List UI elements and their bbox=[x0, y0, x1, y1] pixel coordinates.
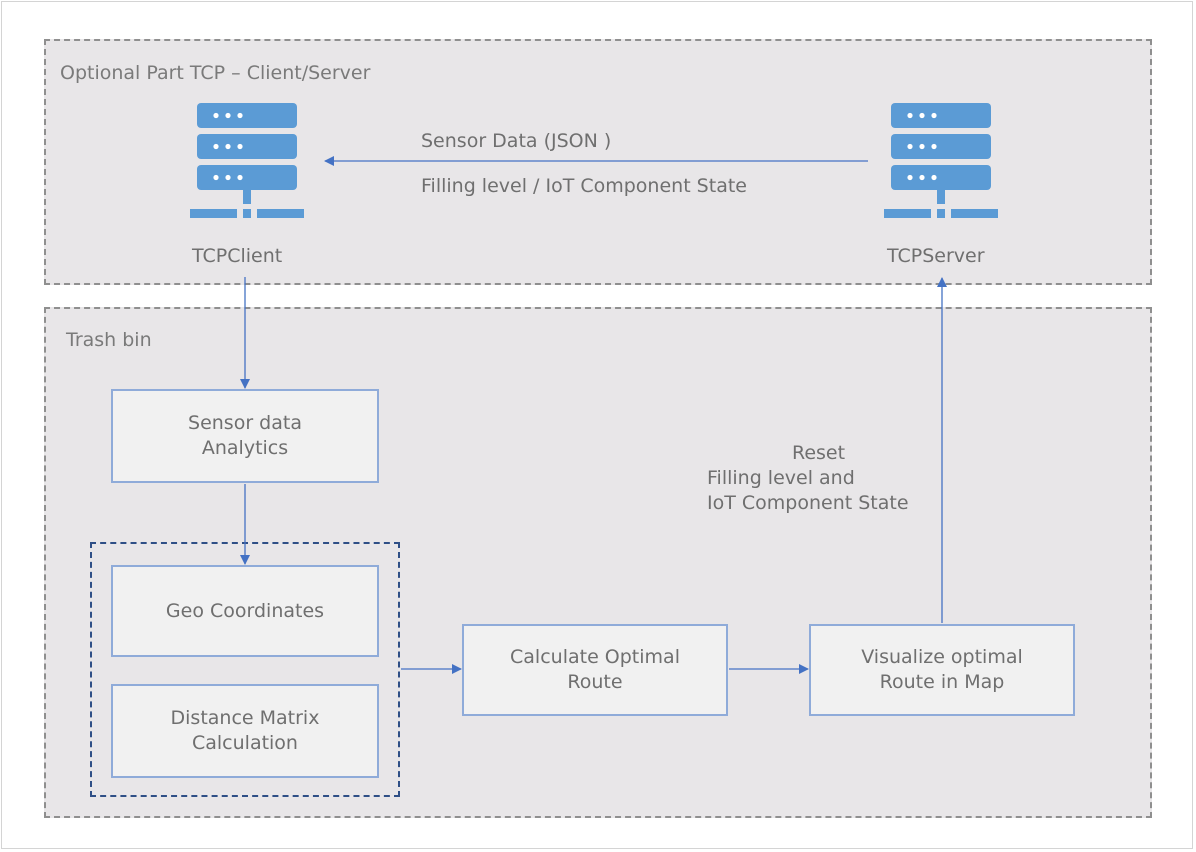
reset-filling-level-label: Filling level and bbox=[707, 467, 855, 489]
sensor-data-edge-label: Sensor Data (JSON ) bbox=[421, 130, 612, 152]
tcp-group-label: Optional Part TCP – Client/Server bbox=[60, 62, 371, 84]
trash-bin-group-label: Trash bin bbox=[66, 329, 152, 351]
reset-iot-state-label: IoT Component State bbox=[707, 492, 909, 514]
distance-matrix-box: Distance Matrix Calculation bbox=[111, 684, 379, 778]
filling-level-edge-label: Filling level / IoT Component State bbox=[421, 175, 747, 197]
tcp-client-label: TCPClient bbox=[192, 245, 283, 267]
visualize-route-box: Visualize optimal Route in Map bbox=[809, 624, 1075, 716]
tcp-server-server-icon bbox=[884, 103, 998, 218]
tcp-client-server-group bbox=[44, 39, 1152, 285]
reset-edge-label: Reset bbox=[792, 442, 846, 464]
tcp-server-label: TCPServer bbox=[887, 245, 985, 267]
sensor-data-analytics-box: Sensor data Analytics bbox=[111, 389, 379, 483]
geo-coordinates-box: Geo Coordinates bbox=[111, 565, 379, 657]
tcp-client-server-icon bbox=[190, 103, 304, 218]
calculate-optimal-route-box: Calculate Optimal Route bbox=[462, 624, 728, 716]
